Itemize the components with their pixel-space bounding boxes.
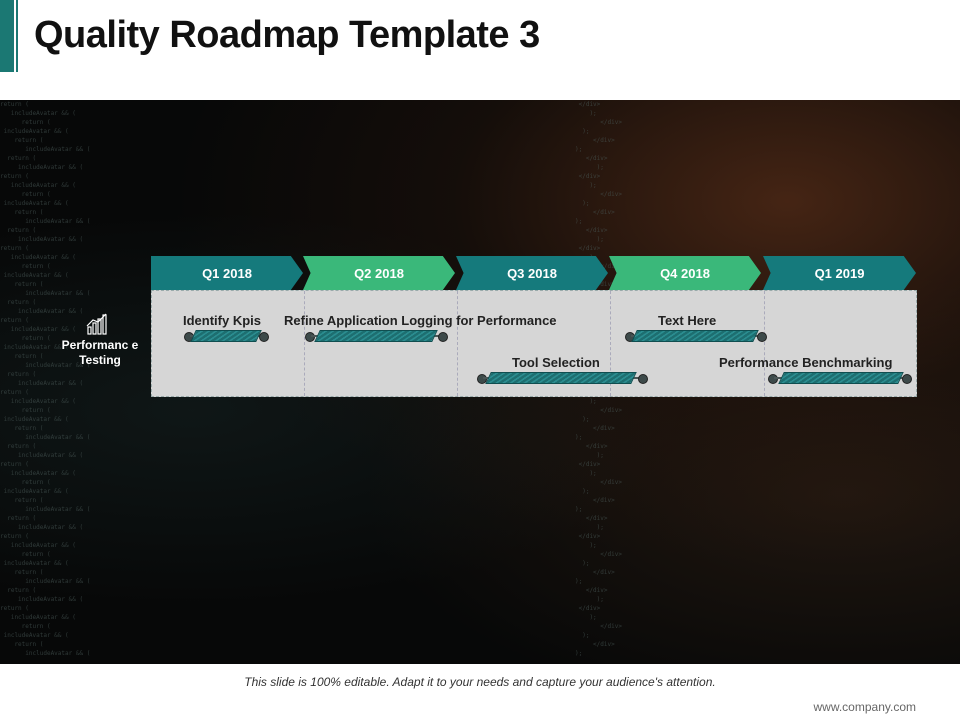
task-label: Identify Kpis	[183, 313, 262, 328]
phase-label: Q1 2018	[202, 265, 252, 281]
phase-q4-2018: Q4 2018	[609, 256, 761, 290]
phase-label: Q4 2018	[660, 265, 710, 281]
task-bar	[485, 372, 637, 384]
phase-q1-2018: Q1 2018	[151, 256, 303, 290]
phase-q1-2019: Q1 2019	[763, 256, 916, 290]
phase-label: Q2 2018	[354, 265, 404, 281]
grid-divider	[764, 291, 765, 396]
page-title: Quality Roadmap Template 3	[34, 14, 540, 56]
bar-chart-icon	[86, 313, 107, 335]
task-end-dot	[438, 332, 448, 342]
grid-divider	[457, 291, 458, 396]
code-texture-left: return ( includeAvatar && ( return ( inc…	[0, 101, 91, 657]
task-bar	[778, 372, 904, 384]
task-start-dot	[305, 332, 315, 342]
phase-label: Q1 2019	[814, 265, 865, 281]
task-label: Performance Benchmarking	[719, 355, 893, 370]
task-label: Refine Application Logging for Performan…	[284, 313, 557, 328]
grid-divider	[304, 291, 305, 396]
task-start-dot	[768, 374, 778, 384]
phase-label: Q3 2018	[507, 265, 557, 281]
task-end-dot	[638, 374, 648, 384]
phase-q3-2018: Q3 2018	[456, 256, 608, 290]
footer-url: www.company.com	[813, 700, 916, 714]
code-texture-right: </div> ); </div> ); </div> ); </div> ); …	[575, 101, 622, 657]
task-label: Tool Selection	[512, 355, 600, 370]
task-end-dot	[757, 332, 767, 342]
title-accent-line	[16, 0, 18, 72]
task-bar	[190, 330, 262, 342]
task-end-dot	[259, 332, 269, 342]
grid-divider	[610, 291, 611, 396]
task-end-dot	[902, 374, 912, 384]
task-bar	[631, 330, 759, 342]
task-label: Text Here	[658, 313, 717, 328]
footer-note: This slide is 100% editable. Adapt it to…	[244, 675, 716, 689]
row-label-performance-testing: Performanc e Testing	[61, 338, 139, 367]
title-accent-bar	[0, 0, 14, 72]
phase-q2-2018: Q2 2018	[303, 256, 455, 290]
task-bar	[314, 330, 438, 342]
